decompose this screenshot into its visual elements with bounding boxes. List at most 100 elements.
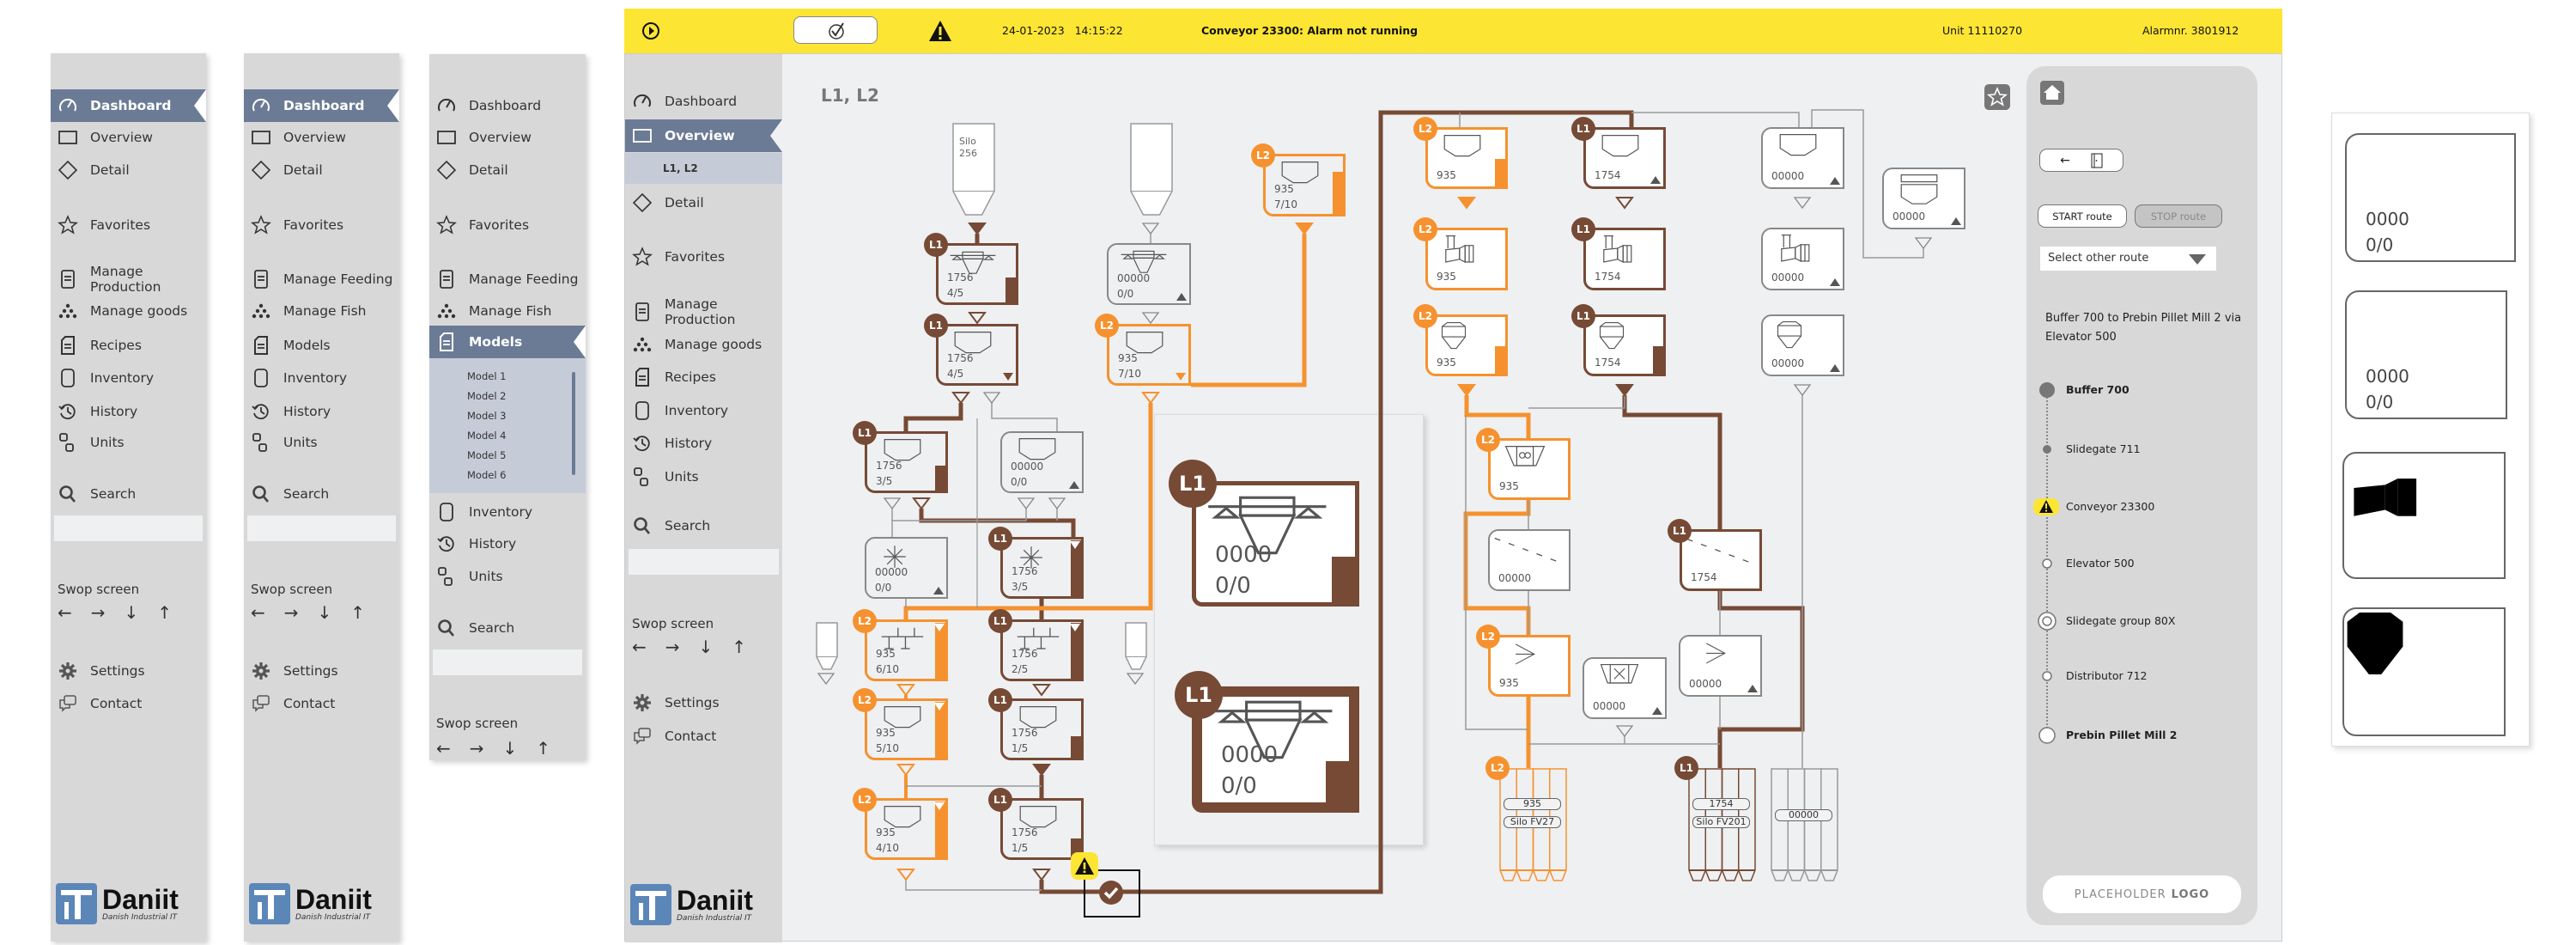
favorite-star-button[interactable]	[1984, 84, 2010, 110]
sidebar-item-manage-fish[interactable]: Manage Fish	[429, 295, 586, 327]
sidebar-item-inventory[interactable]: Inventory	[244, 362, 399, 394]
valve-open-icon[interactable]	[1793, 196, 1812, 210]
unit-card-silo-bin[interactable]: 00000	[1882, 168, 1965, 229]
sidebar-item-overview[interactable]: Overview	[429, 121, 586, 154]
sidebar-item-recipes[interactable]: Recipes	[625, 361, 782, 393]
arrow-left-icon[interactable]: ←	[632, 637, 647, 657]
sidebar-item-contact[interactable]: Contact	[625, 720, 782, 753]
sidebar-item-dashboard[interactable]: Dashboard	[244, 89, 399, 122]
submenu-item[interactable]: Model 4	[467, 430, 507, 442]
valve-closed-icon[interactable]	[1032, 763, 1051, 777]
valve-closed-icon[interactable]	[1295, 222, 1314, 235]
sidebar-item-units[interactable]: Units	[244, 426, 399, 459]
expand-marker-icon[interactable]	[934, 802, 945, 810]
sidebar-item-inventory[interactable]: Inventory	[625, 394, 782, 427]
sidebar-item-favorites[interactable]: Favorites	[244, 209, 399, 241]
sidebar-item-manage-feeding[interactable]: Manage Feeding	[429, 263, 586, 296]
arrow-left-icon[interactable]: ←	[436, 738, 451, 759]
valve-open-icon[interactable]	[912, 497, 931, 510]
submenu-item[interactable]: L1, L2	[663, 162, 698, 174]
sidebar-item-models[interactable]: Models	[429, 326, 586, 358]
start-route-button[interactable]: START route	[2038, 204, 2127, 228]
expand-marker-icon[interactable]	[1070, 541, 1080, 549]
sidebar-item-units[interactable]: Units	[429, 560, 586, 593]
expand-marker-icon[interactable]	[1070, 624, 1080, 631]
sidebar-search[interactable]: Search	[51, 478, 206, 510]
valve-open-icon[interactable]	[1615, 724, 1634, 738]
valve-open-icon[interactable]	[1615, 196, 1634, 210]
route-select[interactable]: Select other route	[2040, 247, 2216, 271]
unit-card-chevron[interactable]: 00000	[1679, 635, 1762, 697]
valve-open-icon[interactable]	[968, 311, 987, 325]
home-button[interactable]	[2040, 81, 2064, 105]
valve-open-icon[interactable]	[896, 868, 915, 881]
conveyor-alarm-frame[interactable]	[1084, 869, 1140, 918]
storage-silo-group[interactable]	[1771, 768, 1838, 882]
unit-card-sieve[interactable]: 00000	[1488, 529, 1571, 591]
valve-open-icon[interactable]	[982, 391, 1001, 405]
arrow-left-icon[interactable]: ←	[58, 602, 72, 623]
sidebar-item-units[interactable]: Units	[51, 426, 206, 459]
stop-route-button[interactable]: STOP route	[2135, 204, 2222, 228]
sidebar-item-history[interactable]: History	[625, 427, 782, 460]
sidebar-search[interactable]: Search	[429, 612, 586, 644]
sidebar-item-dashboard[interactable]: Dashboard	[51, 89, 206, 122]
valve-closed-icon[interactable]	[1457, 383, 1476, 397]
warning-icon[interactable]	[1071, 852, 1098, 880]
valve-open-icon[interactable]	[1017, 497, 1036, 510]
search-input[interactable]	[54, 515, 203, 541]
sidebar-item-detail[interactable]: Detail	[625, 186, 782, 219]
valve-open-icon[interactable]	[1048, 497, 1066, 510]
sidebar-item-overview[interactable]: Overview	[51, 121, 206, 154]
sidebar-item-manage-production[interactable]: Manage Production	[625, 296, 782, 328]
valve-closed-icon[interactable]	[1615, 383, 1634, 397]
sidebar-item-inventory[interactable]: Inventory	[51, 362, 206, 394]
valve-open-icon[interactable]	[896, 763, 915, 777]
unit-card-cooler[interactable]: 00000	[1761, 314, 1844, 376]
valve-open-icon[interactable]	[883, 497, 902, 510]
valve-open-icon[interactable]	[896, 683, 915, 697]
arrow-right-icon[interactable]: →	[469, 738, 484, 759]
arrow-down-icon[interactable]: ↓	[124, 602, 139, 623]
sidebar-item-settings[interactable]: Settings	[51, 655, 206, 687]
sidebar-item-settings[interactable]: Settings	[244, 655, 399, 687]
arrow-right-icon[interactable]: →	[90, 602, 106, 623]
valve-open-icon[interactable]	[1032, 683, 1051, 697]
sidebar-item-manage-goods[interactable]: Manage goods	[625, 328, 782, 361]
sidebar-item-overview[interactable]: Overview	[244, 121, 399, 154]
sidebar-item-history[interactable]: History	[244, 395, 399, 428]
arrow-down-icon[interactable]: ↓	[698, 637, 714, 657]
arrow-down-icon[interactable]: ↓	[317, 602, 332, 623]
sidebar-item-models[interactable]: Models	[244, 329, 399, 362]
submenu-item[interactable]: Model 2	[467, 390, 507, 402]
expand-marker-icon[interactable]	[934, 703, 945, 710]
sidebar-item-favorites[interactable]: Favorites	[51, 209, 206, 241]
arrow-right-icon[interactable]: →	[665, 637, 680, 657]
arrow-up-icon[interactable]: ↑	[732, 637, 747, 657]
search-input[interactable]	[629, 549, 779, 575]
sidebar-item-contact[interactable]: Contact	[244, 687, 399, 720]
small-silo[interactable]	[1125, 622, 1149, 672]
search-input[interactable]	[247, 515, 396, 541]
arrow-up-icon[interactable]: ↑	[157, 602, 173, 623]
unit-card-crusher[interactable]: 00000	[1583, 657, 1667, 719]
valve-open-icon[interactable]	[1141, 222, 1160, 235]
valve-open-icon[interactable]	[951, 391, 970, 405]
arrow-down-icon[interactable]: ↓	[502, 738, 518, 759]
valve-open-icon[interactable]	[1141, 311, 1160, 325]
